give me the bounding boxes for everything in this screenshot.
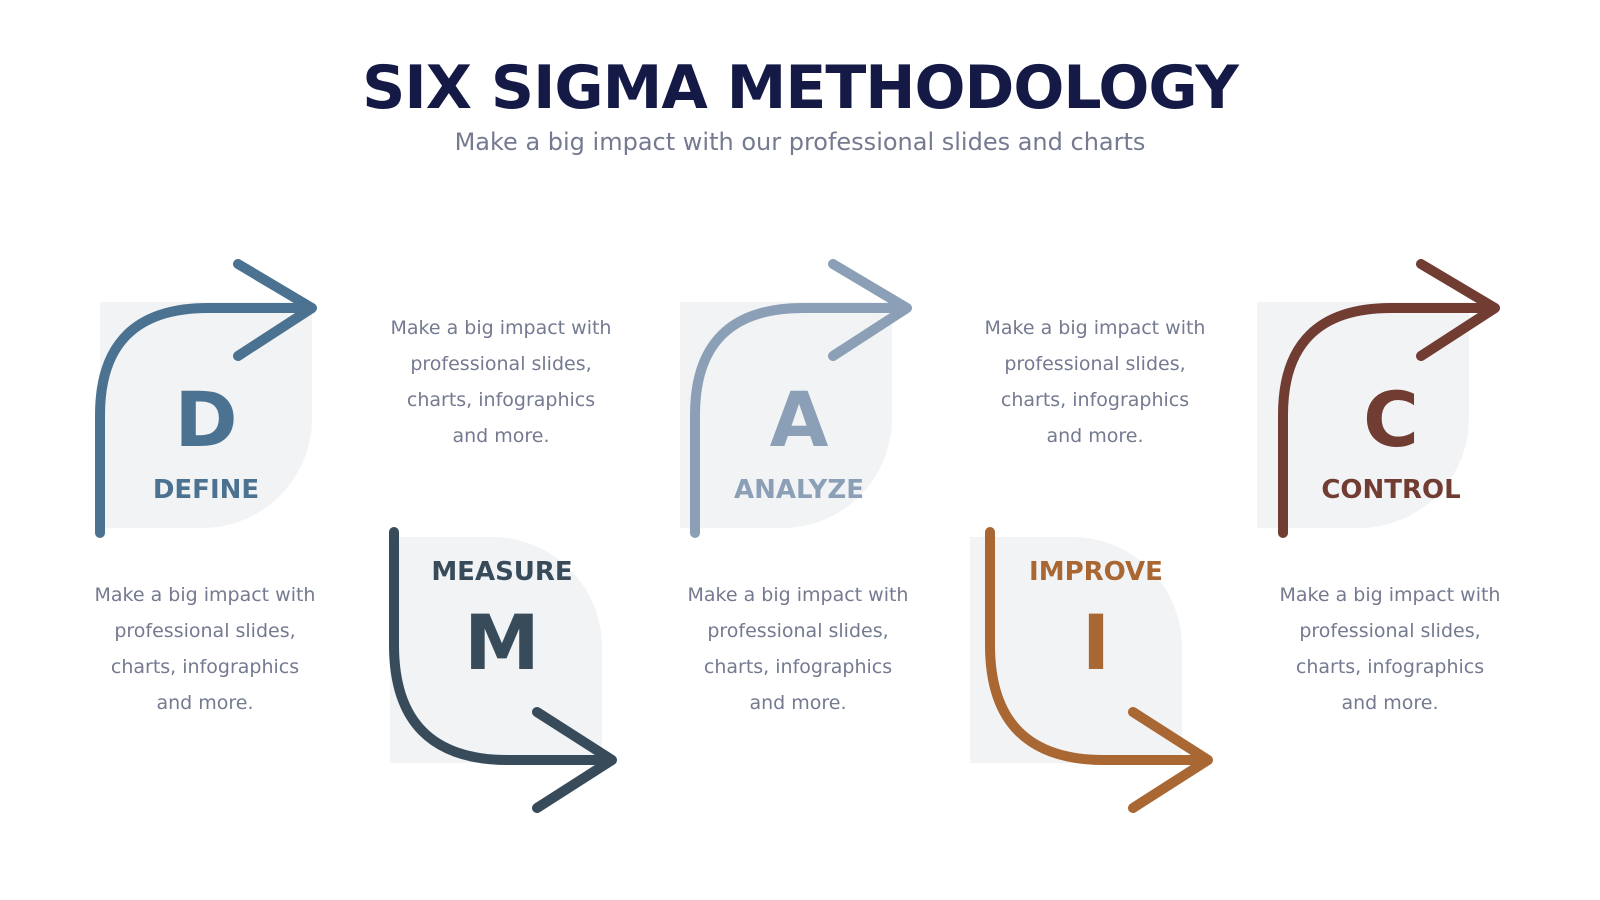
analyze-description: Make a big impact with professional slid… — [687, 584, 909, 714]
define-label: DEFINE — [152, 475, 260, 505]
control-letter: C — [1363, 375, 1419, 464]
control-label: CONTROL — [1321, 475, 1461, 505]
define-letter: D — [174, 375, 238, 464]
control-card — [1257, 302, 1469, 528]
analyze-letter: A — [769, 375, 829, 464]
measure-label: MEASURE — [431, 557, 573, 587]
analyze-label: ANALYZE — [734, 475, 864, 505]
improve-description: Make a big impact with professional slid… — [984, 317, 1206, 447]
define-arrow-icon — [95, 259, 317, 538]
control-description: Make a big impact with professional slid… — [1279, 584, 1501, 714]
improve-arrow-icon — [985, 527, 1213, 813]
page-title: SIX SIGMA METHODOLOGY — [362, 53, 1239, 123]
improve-letter: I — [1081, 598, 1111, 687]
measure-arrow-icon — [389, 527, 617, 813]
define-card — [100, 302, 312, 528]
measure-description: Make a big impact with professional slid… — [390, 317, 612, 447]
measure-letter: M — [464, 598, 540, 687]
analyze-arrow-icon — [690, 259, 912, 538]
improve-label: IMPROVE — [1029, 557, 1163, 587]
page-subtitle: Make a big impact with our professional … — [454, 128, 1146, 156]
define-description: Make a big impact with professional slid… — [94, 584, 316, 714]
control-arrow-icon — [1278, 259, 1500, 538]
